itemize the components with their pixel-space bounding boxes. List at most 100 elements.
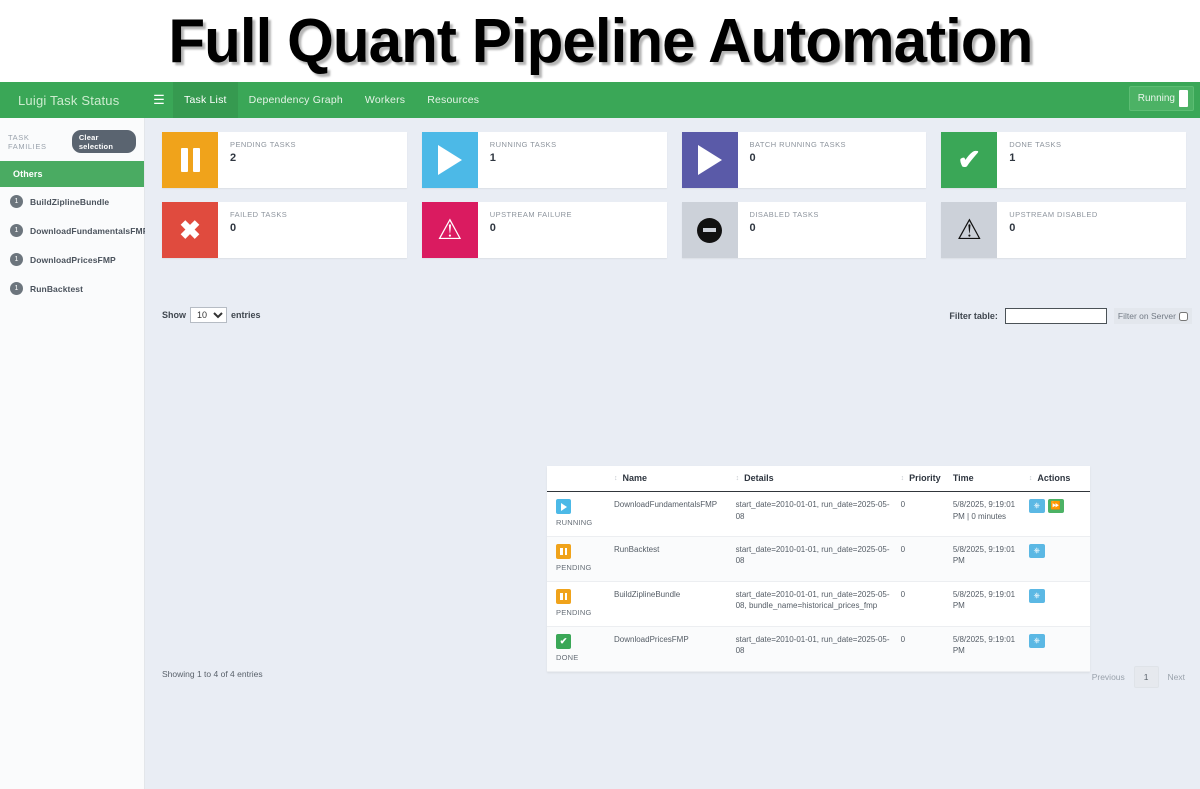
nav-link-workers[interactable]: Workers — [364, 94, 406, 106]
nav-link-dependency-graph[interactable]: Dependency Graph — [248, 94, 343, 106]
status-card-grid: PENDING TASKS 2 RUNNING TASKS 1 BATCH RU… — [145, 118, 1200, 258]
card-label: DONE TASKS — [1009, 140, 1062, 149]
graph-icon[interactable]: ⎈ — [1028, 499, 1045, 513]
close-x-icon: ✖ — [162, 202, 218, 258]
showing-entries-text: Showing 1 to 4 of 4 entries — [162, 669, 263, 679]
show-entries-prefix: Show — [162, 310, 186, 320]
table-header-name[interactable]: ↕ Name — [609, 466, 732, 492]
status-card-done-tasks[interactable]: ✔ DONE TASKS 1 — [941, 132, 1186, 188]
play-icon — [421, 132, 478, 188]
filter-on-server-checkbox[interactable] — [1179, 311, 1188, 321]
main-content: PENDING TASKS 2 RUNNING TASKS 1 BATCH RU… — [145, 118, 1200, 789]
graph-icon[interactable]: ⎈ — [1028, 543, 1045, 558]
card-value: 0 — [489, 222, 496, 234]
running-status-label: Running — [1137, 93, 1175, 104]
sidebar-item-label: RunBacktest — [30, 283, 84, 294]
table-header-actions[interactable]: ↕ Actions — [1024, 466, 1090, 492]
status-running-icon — [556, 499, 571, 514]
status-card-running-tasks[interactable]: RUNNING TASKS 1 — [421, 132, 667, 188]
status-done-icon: ✔ — [556, 633, 571, 649]
hamburger-icon[interactable]: ☰ — [153, 92, 165, 107]
sidebar-item-downloadpricesfmp[interactable]: 1 DownloadPricesFMP — [0, 245, 144, 274]
table-header-details[interactable]: ↕ Details — [731, 466, 897, 492]
row-actions: ⎈ ⏩ — [1024, 491, 1090, 537]
ban-icon — [681, 202, 738, 258]
sidebar-group-others[interactable]: Others — [0, 161, 144, 187]
page-title: Full Quant Pipeline Automation — [167, 6, 1033, 76]
table-row[interactable]: PENDING BuildZiplineBundle start_date=20… — [547, 581, 1090, 627]
header-label: Details — [744, 473, 774, 483]
sort-icon[interactable]: ↕ — [735, 475, 740, 483]
sort-icon[interactable]: ↕ — [613, 475, 618, 483]
graph-icon[interactable]: ⎈ — [1028, 633, 1045, 648]
row-status: PENDING — [547, 536, 610, 582]
filter-on-server-toggle[interactable]: Filter on Server — [1113, 308, 1192, 324]
warning-dark-icon: ⚠ — [941, 202, 998, 258]
sidebar-item-label: DownloadFundamentalsFMP — [30, 225, 149, 236]
row-time: 5/8/2025, 9:19:01 PM — [948, 536, 1025, 582]
status-card-failed-tasks[interactable]: ✖ FAILED TASKS 0 — [162, 202, 407, 258]
nav-link-resources[interactable]: Resources — [427, 94, 480, 106]
status-card-pending-tasks[interactable]: PENDING TASKS 2 — [162, 132, 407, 188]
table-header-priority[interactable]: ↕Priority — [896, 466, 949, 492]
row-time: 5/8/2025, 9:19:01 PM — [948, 626, 1025, 672]
running-status-toggle[interactable]: Running — [1128, 86, 1194, 111]
table-footer: Showing 1 to 4 of 4 entries Previous 1 N… — [145, 666, 1200, 692]
status-card-upstream-failure[interactable]: ⚠ UPSTREAM FAILURE 0 — [421, 202, 667, 258]
toggle-knob-icon[interactable] — [1179, 90, 1188, 107]
table-row[interactable]: ✔ DONE DownloadPricesFMP start_date=2010… — [547, 626, 1090, 672]
graph-icon[interactable]: ⎈ — [1028, 588, 1045, 603]
row-name: BuildZiplineBundle — [609, 581, 732, 627]
clear-selection-button[interactable]: Clear selection — [71, 130, 136, 153]
status-label: PENDING — [556, 562, 592, 572]
sidebar-item-runbacktest[interactable]: 1 RunBacktest — [0, 274, 144, 303]
table-header-status[interactable] — [547, 466, 610, 492]
table-row[interactable]: PENDING RunBacktest start_date=2010-01-0… — [547, 536, 1090, 582]
sidebar-item-label: BuildZiplineBundle — [30, 196, 110, 207]
card-value: 1 — [1009, 152, 1016, 164]
row-actions: ⎈ — [1024, 536, 1090, 582]
pagination-page-1[interactable]: 1 — [1133, 666, 1159, 688]
sidebar-item-buildziplinebundle[interactable]: 1 BuildZiplineBundle — [0, 187, 144, 216]
task-table: ↕ Name ↕ Details ↕Priority Time — [547, 466, 1090, 672]
warning-icon: ⚠ — [421, 202, 478, 258]
row-status: PENDING — [547, 581, 610, 627]
pagination-next[interactable]: Next — [1167, 672, 1185, 682]
play-icon — [681, 132, 738, 188]
header-label: Name — [622, 473, 647, 483]
forward-icon[interactable]: ⏩ — [1047, 499, 1064, 513]
card-label: DISABLED TASKS — [749, 210, 819, 219]
show-entries-select[interactable]: 10 — [190, 307, 227, 323]
table-header-row: ↕ Name ↕ Details ↕Priority Time — [547, 466, 1090, 492]
nav-links: Task List Dependency Graph Workers Resou… — [173, 82, 490, 118]
sidebar-item-downloadfundamentalsfmp[interactable]: 1 DownloadFundamentalsFMP — [0, 216, 148, 245]
status-pending-icon — [556, 588, 571, 604]
task-count-badge: 1 — [10, 282, 23, 295]
row-time: 5/8/2025, 9:19:01 PM | 0 minutes — [948, 491, 1025, 537]
table-row[interactable]: RUNNING DownloadFundamentalsFMP start_da… — [547, 491, 1090, 537]
show-entries-suffix: entries — [231, 310, 261, 320]
table-header-time[interactable]: Time — [948, 466, 1025, 492]
row-status: RUNNING — [547, 491, 610, 537]
row-time: 5/8/2025, 9:19:01 PM — [948, 581, 1025, 627]
status-card-disabled-tasks[interactable]: DISABLED TASKS 0 — [681, 202, 927, 258]
sort-icon[interactable]: ↕ — [1028, 475, 1033, 483]
card-value: 0 — [749, 152, 756, 164]
card-label: PENDING TASKS — [230, 140, 297, 149]
app-brand[interactable]: Luigi Task Status — [18, 92, 120, 108]
sort-icon[interactable]: ↕ — [900, 475, 905, 483]
filter-table-input[interactable] — [1004, 308, 1107, 324]
table-controls: Show 10 entries Filter table: Filter on … — [145, 302, 1200, 328]
row-priority: 0 — [896, 626, 949, 672]
task-count-badge: 1 — [10, 253, 23, 266]
header-label: Actions — [1037, 473, 1071, 483]
nav-link-task-list[interactable]: Task List — [173, 82, 238, 118]
row-actions: ⎈ — [1024, 626, 1090, 672]
card-value: 0 — [230, 222, 237, 234]
status-card-batch-running-tasks[interactable]: BATCH RUNNING TASKS 0 — [681, 132, 927, 188]
pagination-previous[interactable]: Previous — [1091, 672, 1125, 682]
status-card-upstream-disabled[interactable]: ⚠ UPSTREAM DISABLED 0 — [941, 202, 1186, 258]
row-details: start_date=2010-01-01, run_date=2025-05-… — [731, 536, 897, 582]
card-label: UPSTREAM FAILURE — [489, 210, 572, 219]
card-value: 1 — [489, 152, 496, 164]
